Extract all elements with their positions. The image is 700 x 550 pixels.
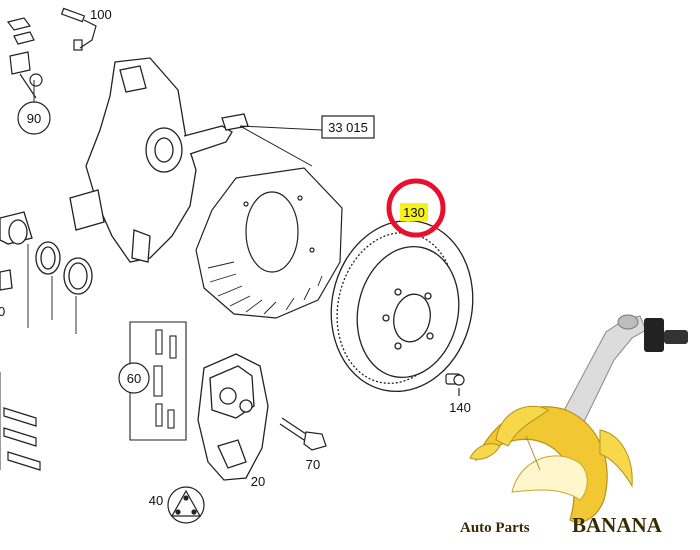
- callout-60-marker: [118, 362, 150, 394]
- steering-knuckle: [69, 57, 249, 263]
- wear-sensor: [60, 7, 97, 51]
- caliper-bolt: [279, 417, 327, 451]
- callout-130: 130: [403, 205, 425, 220]
- callout-130-marker: [386, 178, 446, 238]
- callout-20: 20: [251, 474, 265, 489]
- brake-pads: [0, 372, 41, 471]
- callout-40: 40: [149, 493, 163, 508]
- watermark-prefix: Auto Parts: [460, 520, 530, 536]
- callout-130-ring: [386, 178, 446, 238]
- pin-kit: [129, 321, 187, 441]
- dust-shield: [195, 167, 343, 319]
- callout-90-marker: [17, 80, 51, 135]
- banana-logo-icon: [469, 314, 688, 523]
- piston-seals: [0, 211, 93, 334]
- callout-60: 60: [127, 371, 141, 386]
- callout-33015-marker: [239, 115, 375, 167]
- callout-100: 100: [90, 7, 112, 22]
- callout-130-label-highlight: [400, 203, 428, 221]
- caliper-cover: [167, 486, 205, 524]
- callout-90: 90: [27, 111, 41, 126]
- callout-0: 0: [0, 304, 5, 319]
- callout-70: 70: [306, 457, 320, 472]
- clip-parts-group: [6, 17, 43, 99]
- brake-caliper: [197, 353, 269, 481]
- watermark-name: BANANA: [572, 513, 663, 537]
- disc-screw: [445, 373, 465, 396]
- brake-disc: [330, 219, 474, 393]
- callout-33015: 33 015: [328, 120, 368, 135]
- callout-140: 140: [449, 400, 471, 415]
